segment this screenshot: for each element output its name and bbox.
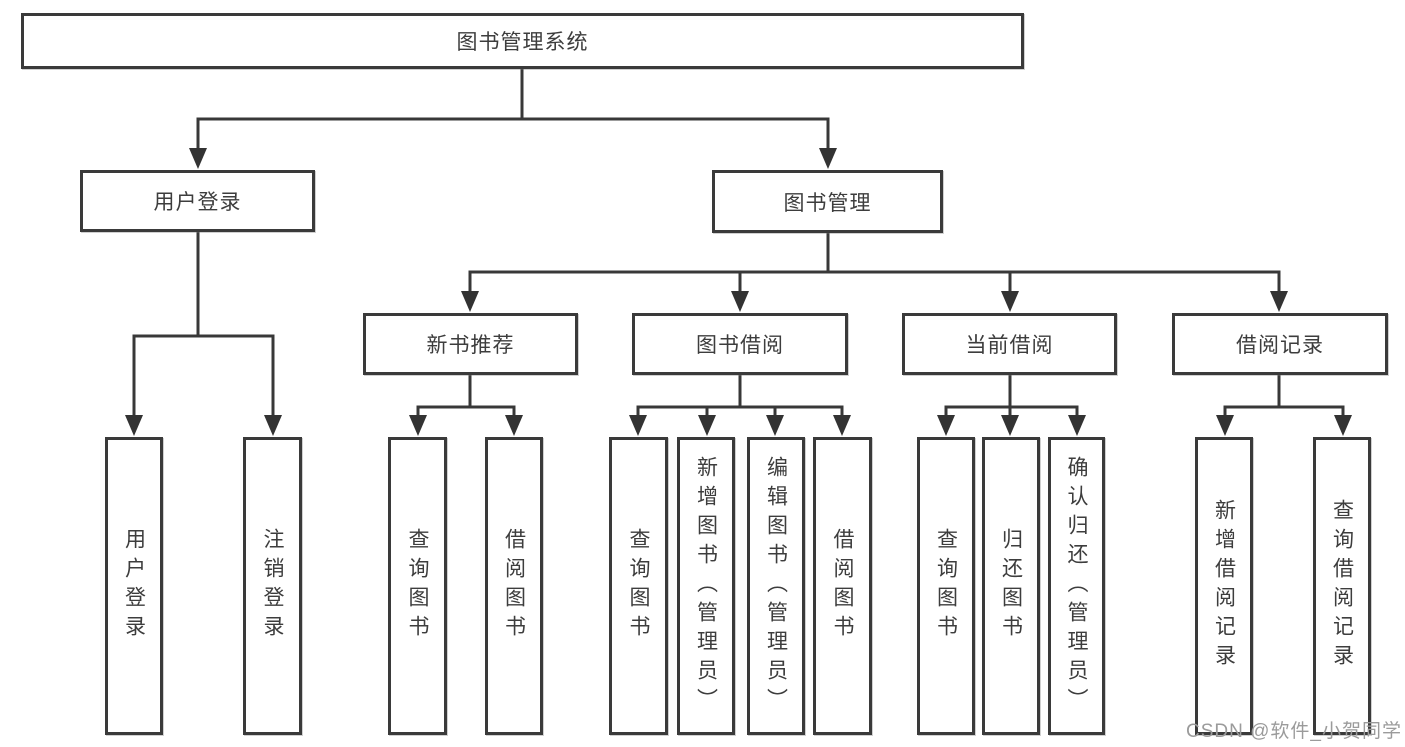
leaf-add-books-admin: 新增图书（管理员） xyxy=(677,437,735,735)
leaf-return-books: 归还图书 xyxy=(982,437,1040,735)
leaf-recommend-borrow-books: 借阅图书 xyxy=(485,437,543,735)
leaf-edit-books-admin: 编辑图书（管理员） xyxy=(747,437,805,735)
node-borrow-records: 借阅记录 xyxy=(1172,313,1388,375)
leaf-borrow-query-books: 查询图书 xyxy=(609,437,668,735)
node-root-system: 图书管理系统 xyxy=(21,13,1024,69)
csdn-watermark: CSDN @软件_小贺同学 xyxy=(1186,721,1402,742)
node-new-book-recommend: 新书推荐 xyxy=(363,313,578,375)
leaf-query-borrow-record: 查询借阅记录 xyxy=(1313,437,1371,735)
node-current-borrow: 当前借阅 xyxy=(902,313,1117,375)
leaf-recommend-query-books: 查询图书 xyxy=(388,437,447,735)
leaf-current-query-books: 查询图书 xyxy=(917,437,975,735)
leaf-confirm-return-admin: 确认归还（管理员） xyxy=(1048,437,1105,735)
leaf-add-borrow-record: 新增借阅记录 xyxy=(1195,437,1253,735)
node-user-login-branch: 用户登录 xyxy=(80,170,315,232)
leaf-borrow-books: 借阅图书 xyxy=(813,437,872,735)
leaf-logout: 注销登录 xyxy=(243,437,302,735)
leaf-user-login: 用户登录 xyxy=(105,437,163,735)
node-book-management-branch: 图书管理 xyxy=(712,170,943,233)
node-book-borrow: 图书借阅 xyxy=(632,313,848,375)
